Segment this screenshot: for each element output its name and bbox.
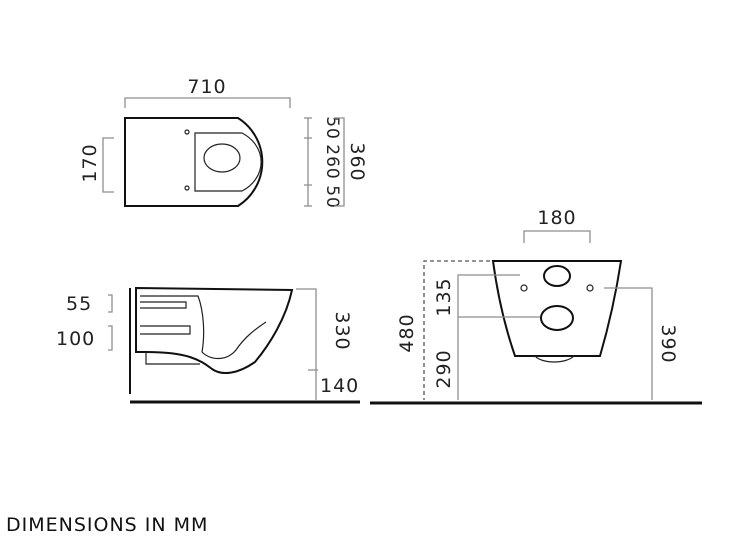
dim-line-front-left-total	[423, 260, 490, 400]
dim-right-top: 50	[322, 116, 342, 140]
side-view-outlet	[140, 325, 191, 335]
dim-line-side-upper	[108, 294, 113, 313]
top-view: 710 170 50 260 50 360	[79, 76, 368, 209]
dim-line-front-width	[523, 230, 591, 243]
side-view-trap	[140, 295, 267, 360]
side-view: 55 100 330 140	[56, 286, 360, 404]
dim-front-right: 390	[657, 324, 679, 363]
front-view-bolt-left	[520, 284, 528, 292]
dim-front-lower: 290	[433, 349, 455, 388]
side-view-body	[135, 286, 294, 375]
dimensions-caption: DIMENSIONS IN MM	[6, 514, 208, 536]
dim-side-upper: 55	[66, 293, 92, 315]
front-view-outlet	[540, 305, 574, 331]
fixing-hole-top	[184, 129, 190, 135]
fixing-hole-bottom	[184, 185, 190, 191]
dim-top-depth: 170	[79, 143, 101, 182]
dim-line-front-right	[604, 287, 653, 400]
top-view-bowl-opening	[203, 143, 241, 173]
dim-side-lower: 100	[56, 328, 95, 350]
front-view-inlet	[543, 265, 571, 287]
dim-top-length: 710	[187, 76, 226, 98]
dim-front-top-width: 180	[537, 207, 576, 229]
front-view-bolt-right	[586, 284, 594, 292]
dim-line-length	[124, 97, 291, 108]
side-view-base	[145, 352, 200, 365]
dim-side-base: 140	[320, 375, 359, 397]
top-view-seat-ring	[194, 132, 262, 192]
dim-line-side-height	[296, 288, 318, 400]
dim-line-right-total	[334, 117, 345, 207]
top-view-outline	[124, 117, 264, 207]
dim-side-height: 330	[331, 311, 353, 350]
front-view-body	[491, 260, 623, 357]
dim-front-upper: 135	[433, 277, 455, 316]
dim-front-left-total: 480	[396, 313, 418, 352]
dim-line-right-segments	[304, 117, 312, 207]
side-view-inlet	[140, 301, 187, 309]
dim-line-depth	[102, 137, 114, 193]
front-view-base	[534, 355, 575, 363]
dim-right-total: 360	[346, 142, 368, 181]
front-view: 180 480 135 290 390	[370, 207, 702, 405]
dim-right-bottom: 50	[322, 185, 342, 209]
dim-right-mid: 260	[322, 144, 342, 179]
dim-line-front-left-segments	[457, 274, 540, 400]
dim-line-side-lower	[108, 325, 113, 351]
